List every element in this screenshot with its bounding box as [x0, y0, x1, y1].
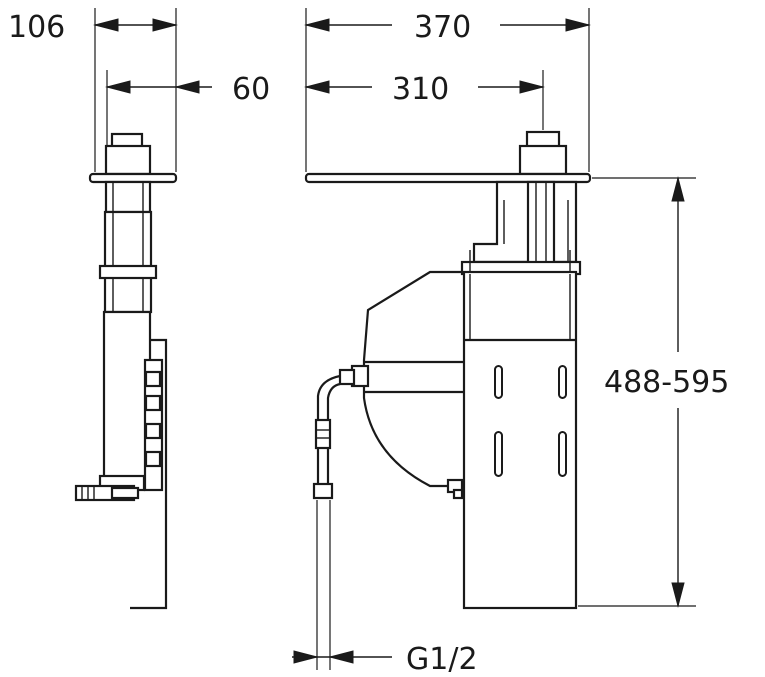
dimension-label-60: 60: [232, 72, 270, 107]
dimension-label-370: 370: [414, 10, 471, 45]
dimension-370: 370: [304, 10, 591, 45]
dimension-height: 488-595: [604, 176, 729, 608]
dimension-thread: G1/2: [292, 642, 478, 677]
dimension-310: 310: [304, 72, 545, 107]
dimension-106: 106: [8, 10, 178, 45]
dimension-label-106: 106: [8, 10, 65, 45]
front-view: [304, 8, 696, 670]
side-view: [74, 8, 178, 610]
dimension-label-thread: G1/2: [406, 642, 478, 677]
dimension-60: 60: [105, 72, 270, 107]
dimension-label-height: 488-595: [604, 365, 729, 400]
dimension-label-310: 310: [392, 72, 449, 107]
